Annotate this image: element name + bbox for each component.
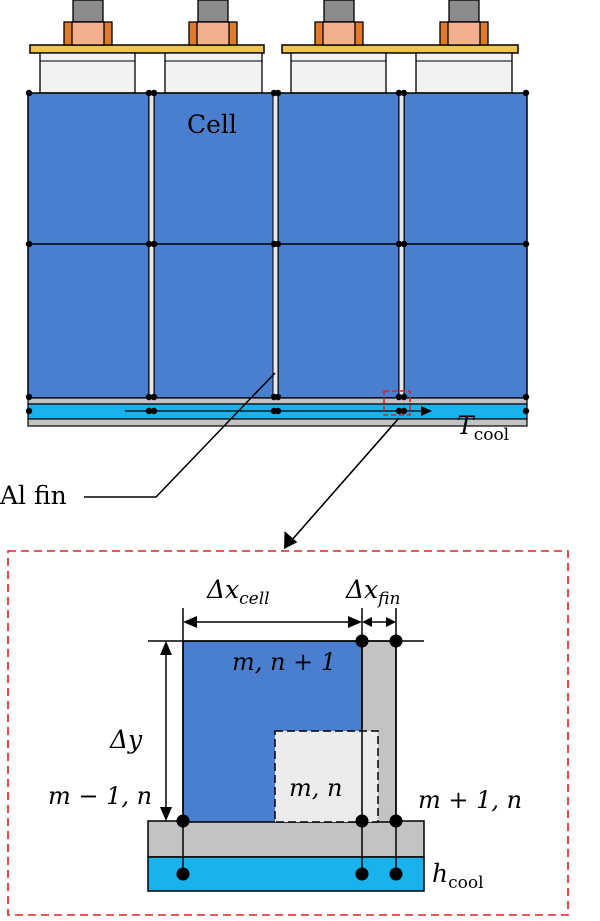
al-fin-leader xyxy=(84,372,276,498)
dx-fin-label: Δxfin xyxy=(345,575,400,609)
terminal-washer xyxy=(71,21,105,46)
dy-dimension xyxy=(160,641,172,821)
detail-frame xyxy=(7,550,569,916)
terminal-3 xyxy=(314,0,364,46)
terminal-1 xyxy=(63,0,113,46)
node-dot xyxy=(395,407,403,415)
node-dot xyxy=(522,407,530,415)
node-dot xyxy=(395,240,403,248)
node-dot xyxy=(395,393,403,401)
detail-nodes xyxy=(176,634,403,881)
dy-arrow-top xyxy=(160,641,172,655)
detail-node-dot xyxy=(355,634,369,648)
node-dot xyxy=(400,393,408,401)
cell-cap-3 xyxy=(290,52,387,94)
terminal-washer xyxy=(447,21,481,46)
detail-node-dot xyxy=(355,814,369,828)
node-dot xyxy=(25,240,33,248)
terminal-washer xyxy=(322,21,356,46)
node-dot xyxy=(274,407,282,415)
node-dot xyxy=(522,393,530,401)
node-dot xyxy=(274,89,282,97)
terminal-washer xyxy=(196,21,230,46)
node-left-label: m − 1, n xyxy=(48,782,152,810)
cell-caps xyxy=(39,52,513,94)
detail-node-dot xyxy=(355,867,369,881)
node-dot xyxy=(145,240,153,248)
node-dot xyxy=(274,393,282,401)
node-dot xyxy=(400,240,408,248)
busbars xyxy=(29,44,519,54)
dx-cell-arrow-left xyxy=(183,616,197,628)
zoom-region-marker xyxy=(383,390,411,416)
node-dot xyxy=(522,240,530,248)
cell-3 xyxy=(277,92,400,399)
busbar-right xyxy=(281,44,519,54)
cell-cap-4 xyxy=(415,52,513,94)
dx-fin-dimension xyxy=(362,617,396,627)
dx-cell-arrow-right xyxy=(348,616,362,628)
terminal-2 xyxy=(188,0,238,46)
node-dot xyxy=(274,240,282,248)
node-dot xyxy=(400,407,408,415)
dx-fin-arrow-right xyxy=(386,617,396,627)
node-dot xyxy=(145,393,153,401)
cell-terminals xyxy=(63,0,489,46)
detail-node-dot xyxy=(389,867,403,881)
detail-node-dot xyxy=(176,867,190,881)
node-center-label: m, n xyxy=(289,774,342,802)
dy-label: Δy xyxy=(109,725,143,754)
coolant-flow-arrow xyxy=(421,406,432,416)
zoom-arrow xyxy=(290,417,400,542)
base-plate-bottom xyxy=(27,418,528,427)
dx-fin-arrow-left xyxy=(362,617,372,627)
detail-node-dot xyxy=(389,634,403,648)
node-top-label: m, n + 1 xyxy=(232,648,336,676)
node-dot xyxy=(522,89,530,97)
terminal-bolt xyxy=(448,0,480,23)
node-dot xyxy=(150,407,158,415)
detail-node-dot xyxy=(389,814,403,828)
cell-4 xyxy=(403,92,528,399)
t-cool-label: Tcool xyxy=(457,411,509,445)
cell-cap-1 xyxy=(39,52,136,94)
node-dot xyxy=(25,407,33,415)
busbar-left xyxy=(29,44,265,54)
cells xyxy=(27,92,528,399)
node-dot xyxy=(25,89,33,97)
detail-node-dot xyxy=(176,814,190,828)
cell-cap-2 xyxy=(164,52,263,94)
cell-label: Cell xyxy=(187,110,237,139)
zoom-arrow-head xyxy=(284,531,298,549)
node-dot xyxy=(25,393,33,401)
al-fin-label: Al fin xyxy=(0,481,67,510)
detail-coolant xyxy=(147,856,425,892)
detail-base-plate xyxy=(147,820,425,858)
terminal-bolt xyxy=(72,0,104,23)
terminal-bolt xyxy=(197,0,229,23)
dy-arrow-bottom xyxy=(160,807,172,821)
top-nodes xyxy=(25,89,530,415)
terminal-4 xyxy=(439,0,489,46)
h-cool-label: hcool xyxy=(432,859,484,893)
cell-1 xyxy=(27,92,150,399)
node-dot xyxy=(145,407,153,415)
node-dot xyxy=(150,393,158,401)
node-dot xyxy=(145,89,153,97)
node-dot xyxy=(400,89,408,97)
detail-control-volume xyxy=(274,730,379,823)
dx-cell-dimension xyxy=(183,616,362,628)
node-right-label: m + 1, n xyxy=(418,786,522,814)
node-dot xyxy=(150,89,158,97)
node-dot xyxy=(395,89,403,97)
node-dot xyxy=(150,240,158,248)
dx-cell-label: Δxcell xyxy=(206,575,270,609)
terminal-bolt xyxy=(323,0,355,23)
